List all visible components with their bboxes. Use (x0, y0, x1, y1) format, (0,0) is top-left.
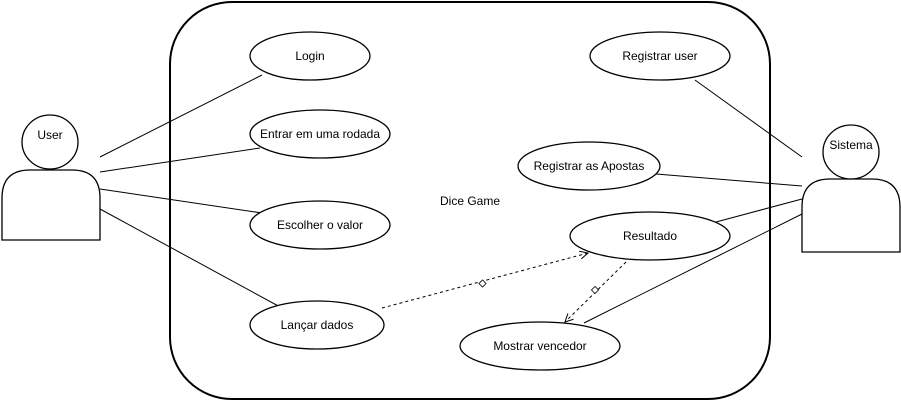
use-case-lancar-dados[interactable]: Lançar dados (249, 300, 385, 350)
use-case-resultado-shape (569, 211, 731, 261)
use-case-escolher-valor-shape (249, 200, 391, 250)
system-boundary (169, 1, 771, 400)
use-case-registrar-user[interactable]: Registrar user (589, 31, 731, 81)
use-case-login-label: Login (295, 49, 324, 63)
use-case-login[interactable]: Login (249, 31, 371, 81)
actor-user-body (1, 169, 101, 241)
use-case-registrar-user-shape (589, 31, 731, 81)
use-case-registrar-apostas[interactable]: Registrar as Apostas (517, 141, 661, 191)
assoc-sistema-mostrar-vencedor (583, 213, 803, 324)
assoc-sistema-registrar-apostas (655, 173, 803, 187)
use-case-entrar-rodada[interactable]: Entrar em uma rodada (249, 109, 391, 159)
actor-user-head (21, 114, 79, 170)
use-case-mostrar-vencedor-shape (459, 321, 621, 371)
use-case-registrar-apostas-label: Registrar as Apostas (534, 159, 645, 173)
use-case-lancar-dados-label: Lançar dados (281, 318, 354, 332)
actor-sistema-head (822, 124, 880, 180)
actor-sistema[interactable]: Sistema (801, 124, 901, 253)
actor-sistema-label: Sistema (829, 138, 873, 152)
use-case-registrar-apostas-shape (517, 141, 661, 191)
assoc-user-lancar-dados (99, 208, 283, 309)
assoc-user-login (99, 74, 263, 158)
use-case-entrar-rodada-label: Entrar em uma rodada (260, 127, 380, 141)
actor-sistema-body (801, 178, 901, 253)
use-case-lancar-dados-shape (249, 300, 385, 350)
actor-user-label: User (37, 128, 62, 142)
use-case-resultado[interactable]: Resultado (569, 211, 731, 261)
dependency-marker (478, 279, 487, 288)
system-title: Dice Game (440, 194, 500, 208)
assoc-user-escolher-valor (99, 188, 263, 214)
use-case-login-shape (249, 31, 371, 81)
dependency-marker (590, 285, 600, 295)
use-case-mostrar-vencedor-label: Mostrar vencedor (493, 339, 586, 353)
use-case-escolher-valor[interactable]: Escolher o valor (249, 200, 391, 250)
actor-user[interactable]: User (1, 114, 101, 241)
use-case-registrar-user-label: Registrar user (622, 49, 697, 63)
use-case-resultado-label: Resultado (623, 229, 677, 243)
assoc-sistema-resultado (715, 198, 803, 223)
use-case-escolher-valor-label: Escolher o valor (277, 218, 363, 232)
assoc-user-entrar-rodada (99, 147, 261, 173)
use-case-mostrar-vencedor[interactable]: Mostrar vencedor (459, 321, 621, 371)
assoc-sistema-registrar-user (694, 79, 803, 158)
use-case-entrar-rodada-shape (249, 109, 391, 159)
